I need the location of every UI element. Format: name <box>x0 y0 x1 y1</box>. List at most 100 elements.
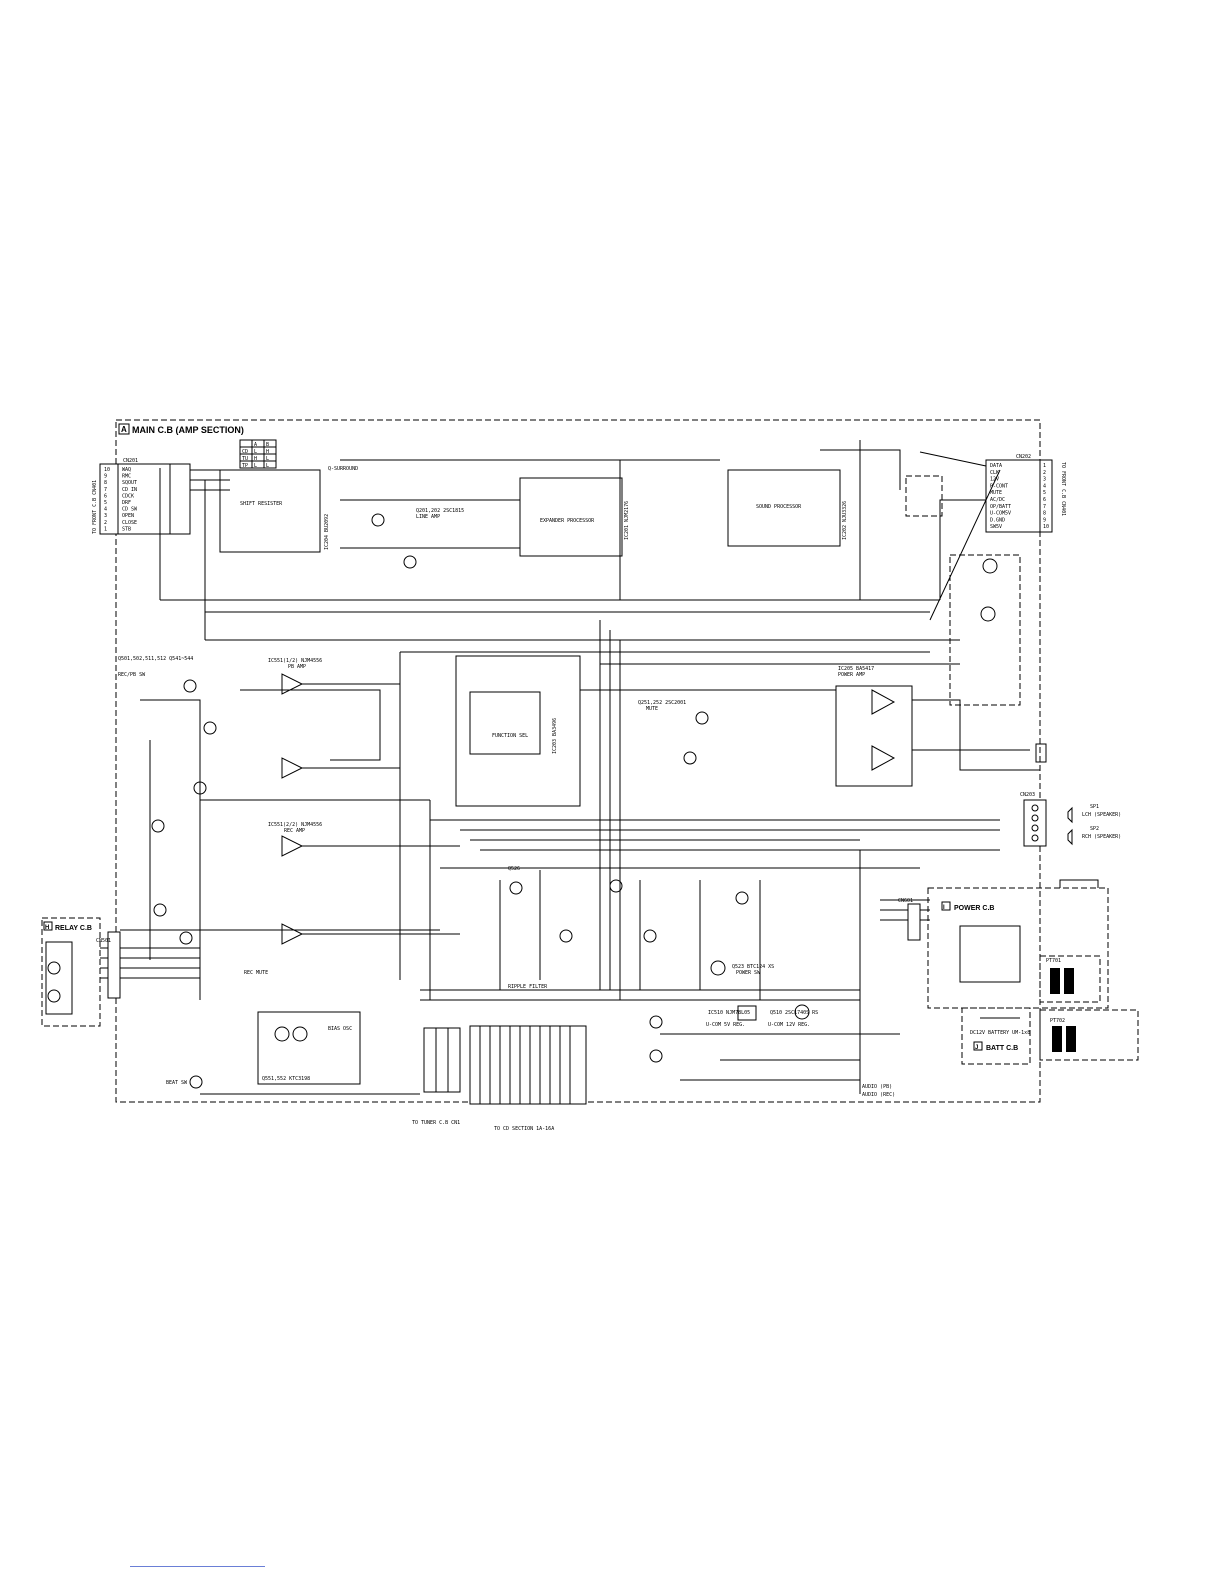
line-amp-label: Q201,202 2SC1815 LINE AMP <box>371 508 464 569</box>
cn202-pin-num: 4 <box>1043 483 1046 489</box>
cn202-pin-num: 9 <box>1043 517 1046 523</box>
transistor-q502 <box>193 781 207 795</box>
power-amp-block: POWER AMP IC205 BA5417 <box>835 666 913 787</box>
mode-table-cell: H <box>266 449 269 455</box>
rec-amp-label: IC551(2/2) NJM4556 REC AMP <box>268 822 322 945</box>
pt702-transformer: PT702 <box>1039 1009 1139 1061</box>
svg-text:RELAY C.B: RELAY C.B <box>55 925 92 932</box>
cn201-pin-signal: OPEN <box>122 513 134 519</box>
svg-text:TO TUNER C.B CN1: TO TUNER C.B CN1 <box>412 1120 460 1126</box>
svg-text:BATT C.B: BATT C.B <box>986 1045 1018 1052</box>
cn202-pin-signal: MUTE <box>990 490 1002 496</box>
svg-text:BIAS OSC: BIAS OSC <box>328 1026 352 1032</box>
mode-table-header: A <box>254 442 257 448</box>
mode-table <box>239 439 277 469</box>
svg-text:POWER AMP: POWER AMP <box>838 672 865 678</box>
cn201-pin-signal: RMC <box>122 474 131 480</box>
svg-text:SHIFT RESISTER: SHIFT RESISTER <box>240 501 283 507</box>
cn202-pin-signal: DATA <box>990 463 1002 469</box>
cn201-connector: CN201 TO FRONT C.B CN401 <box>92 458 191 535</box>
title-tag-box <box>118 423 130 435</box>
mode-table-cell: L <box>266 463 269 469</box>
svg-text:CN501: CN501 <box>96 938 111 944</box>
cn202-pin-signal: U-COM5V <box>990 511 1011 517</box>
cn202-pin-num: 1 <box>1043 463 1046 469</box>
svg-text:Q501,502,511,512 Q541~544: Q501,502,511,512 Q541~544 <box>118 656 193 662</box>
footer-rule <box>130 1566 265 1567</box>
transistor-switch-2 <box>980 606 996 622</box>
cn201-pin-num: 5 <box>104 500 107 506</box>
svg-text:POWER SW: POWER SW <box>736 970 761 976</box>
svg-text:IC551(2/2) NJM4556: IC551(2/2) NJM4556 <box>268 822 322 828</box>
mode-table-header: B <box>266 442 269 448</box>
svg-text:U-COM 5V REG.: U-COM 5V REG. <box>706 1022 745 1028</box>
svg-text:POWER C.B: POWER C.B <box>954 905 994 912</box>
function-sel-block: FUNCTION SEL IC203 BA3496 <box>455 655 581 807</box>
svg-text:IC551(1/2) NJM4556: IC551(1/2) NJM4556 <box>268 658 322 664</box>
transistor-q511 <box>183 679 197 693</box>
cn201-pin-num: 2 <box>104 520 107 526</box>
pb-amp-label: IC551(1/2) NJM4556 PB AMP <box>268 658 322 779</box>
page-title: MAIN C.B (AMP SECTION) <box>132 425 244 435</box>
transistor-q542b <box>649 1049 663 1063</box>
audio-rec-label: AUDIO (REC) <box>862 1092 895 1098</box>
rec-mute-label: REC MUTE <box>244 970 268 976</box>
relay-board: H RELAY C.B CN501 <box>41 917 121 1027</box>
svg-text:Q526: Q526 <box>508 866 520 872</box>
svg-text:U-COM 12V REG.: U-COM 12V REG. <box>768 1022 810 1028</box>
speaker-terminals: CN203 <box>1020 792 1047 847</box>
svg-text:FUNCTION SEL: FUNCTION SEL <box>492 733 528 739</box>
cn202-pin-num: 7 <box>1043 504 1046 510</box>
transistor-switch-1 <box>982 558 998 574</box>
cn201-pin-signal: CDCK <box>122 493 134 499</box>
cn201-note: TO FRONT C.B CN401 <box>92 480 98 534</box>
cn201-pin-signal: SQOUT <box>122 480 137 486</box>
power-board: I POWER C.B PT701 CN601 <box>898 879 1109 1009</box>
ucom-reg-label: IC510 NJM78L05 U-COM 5V REG. Q510 2SC174… <box>706 1004 818 1028</box>
bias-osc-label: Q551,552 KTC3198 BIAS OSC <box>257 1011 361 1085</box>
title-tag: A <box>121 425 127 434</box>
svg-text:IC205 BA5417: IC205 BA5417 <box>838 666 874 672</box>
speaker-sp2: SP2 RCH (SPEAKER) <box>1067 826 1121 846</box>
svg-text:SP1: SP1 <box>1090 804 1099 810</box>
mode-table-cell: TP <box>242 463 248 469</box>
q-surround-label: Q-SURROUND <box>328 466 358 472</box>
svg-text:CN202: CN202 <box>1016 454 1031 460</box>
transistor-q543 <box>179 931 193 945</box>
mode-table-cell: L <box>266 456 269 462</box>
svg-text:RCH (SPEAKER): RCH (SPEAKER) <box>1082 834 1121 840</box>
cn201-pin-num: 3 <box>104 513 107 519</box>
cn201-pin-signal: STB <box>122 526 131 532</box>
cn201-pin-signal: CLOSE <box>122 520 137 526</box>
svg-text:IC204 BU2092: IC204 BU2092 <box>324 514 330 550</box>
cn202-pin-num: 5 <box>1043 490 1046 496</box>
svg-text:DC12V BATTERY UM-1x8: DC12V BATTERY UM-1x8 <box>970 1030 1030 1036</box>
cn202-pin-num: 3 <box>1043 477 1046 483</box>
transistor-q512 <box>203 721 217 735</box>
cn202-pin-signal: D.GND <box>990 517 1005 523</box>
svg-text:Q251,252 2SC2001: Q251,252 2SC2001 <box>638 700 686 706</box>
cn202-pin-signal: AC/DC <box>990 497 1005 503</box>
cn201-pin-signal: CD IN <box>122 487 137 493</box>
svg-text:CN601: CN601 <box>898 898 913 904</box>
shift-register-block: SHIFT RESISTER IC204 BU2092 <box>219 469 330 553</box>
transistor-q524 <box>609 879 623 893</box>
cn201-pin-num: 7 <box>104 487 107 493</box>
svg-text:RIPPLE FILTER: RIPPLE FILTER <box>508 984 548 990</box>
svg-text:REC/PB SW: REC/PB SW <box>118 672 146 678</box>
cn201-pin-signal: DRF <box>122 500 131 506</box>
cn201-pin-num: 4 <box>104 507 107 513</box>
svg-text:I: I <box>943 905 945 911</box>
cn202-pin-signal: 12V <box>990 477 999 483</box>
transistor-q541 <box>153 903 167 917</box>
cn201-pin-num: 9 <box>104 474 107 480</box>
cn201-pin-num: 6 <box>104 493 107 499</box>
svg-text:IC203 BA3496: IC203 BA3496 <box>552 718 558 754</box>
svg-text:LCH (SPEAKER): LCH (SPEAKER) <box>1082 812 1121 818</box>
svg-text:IC510 NJM78L05: IC510 NJM78L05 <box>708 1010 750 1016</box>
headphone-jack <box>1035 743 1047 763</box>
cn201-pin-num: 8 <box>104 480 107 486</box>
svg-text:CN203: CN203 <box>1020 792 1035 798</box>
svg-text:EXPANDER PROCESSOR: EXPANDER PROCESSOR <box>540 518 595 524</box>
cn202-note: TO FRONT C.B CN401 <box>1060 462 1066 516</box>
